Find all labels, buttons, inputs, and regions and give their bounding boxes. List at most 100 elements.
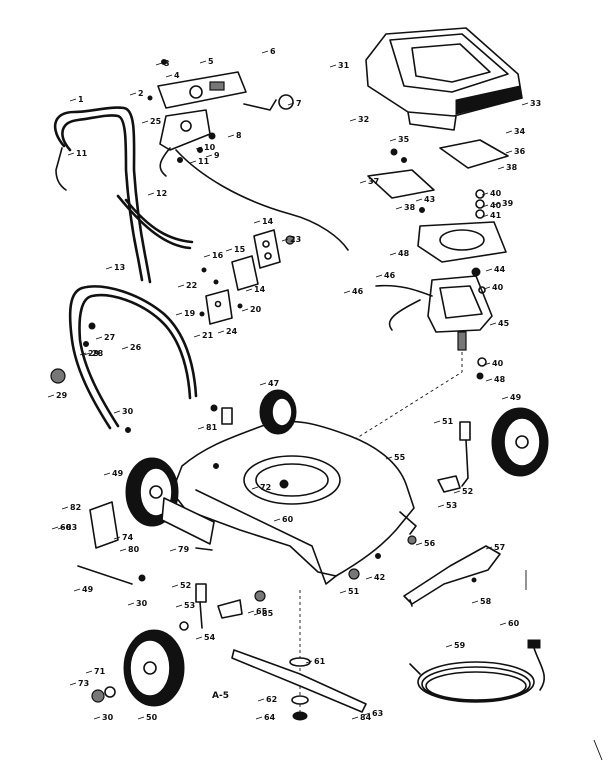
part-label: 48 [398,249,410,258]
part-label: 60 [282,515,294,524]
part-label: 56 [424,539,436,548]
leader-line [261,50,269,54]
leader-line [471,600,479,604]
leader-line [497,166,505,170]
wheel-rear-right [491,407,549,477]
part-label: 43 [424,195,435,204]
part-label: 55 [394,453,406,462]
part-label: 14 [262,217,274,226]
wheel-front-bottom [123,629,185,707]
leader-line [137,716,145,720]
leader-line [493,202,501,206]
leader-line [259,382,267,386]
part-label: 44 [494,265,506,274]
part-label: 2 [138,89,144,98]
part-label: 21 [202,331,214,340]
leader-line [257,698,265,702]
part-label: 38 [404,203,416,212]
part-label: 61 [314,657,326,666]
leader-line [197,426,205,430]
leader-line [485,378,493,382]
part-label: 47 [268,379,279,388]
scan-edge-marks [525,570,603,761]
part-label: 42 [374,573,385,582]
part-label: 84 [360,713,372,722]
lower-handle [50,285,198,433]
leader-line [287,102,295,106]
part-label: 37 [368,177,379,186]
part-label: 60 [508,619,520,628]
part-label: 19 [184,309,196,318]
part-label: 15 [234,245,246,254]
wheel-rear-left [259,389,297,435]
part-label: 32 [358,115,369,124]
leader-line [47,394,55,398]
engine [289,267,493,481]
leader-line [165,74,173,78]
part-label: 40 [490,189,502,198]
part-label: 20 [250,305,262,314]
leader-line [389,138,397,142]
leader-line [105,266,113,270]
leader-line [113,410,121,414]
leader-line [225,248,233,252]
leader-line [483,286,491,290]
leader-line [445,644,453,648]
leader-line [217,330,225,334]
leader-line [489,322,497,326]
part-label: 52 [180,581,191,590]
part-label: 41 [490,211,502,220]
part-label: 14 [254,285,266,294]
part-label: 22 [186,281,197,290]
leader-line [73,588,81,592]
leader-line [199,60,207,64]
part-label: 62 [266,695,277,704]
leader-line [385,456,393,460]
part-label: 4 [174,71,180,80]
throttle-control-assembly [147,59,349,251]
handle-brackets [199,229,295,325]
leader-line [415,542,423,546]
part-label: 40 [492,359,504,368]
mower-deck [171,420,417,585]
part-label: 5 [208,57,214,66]
part-label: 63 [372,709,383,718]
part-label: 82 [70,503,81,512]
leader-line [483,362,491,366]
part-label: 72 [260,483,271,492]
leader-line [359,180,367,184]
leader-line [281,238,289,242]
part-label: 9 [214,151,220,160]
part-label: 28 [92,349,104,358]
part-label: 49 [510,393,522,402]
part-label: 30 [136,599,148,608]
leader-line [499,622,507,626]
leader-line [127,602,135,606]
leader-line [505,130,513,134]
part-label: 53 [184,601,195,610]
leader-line [349,118,357,122]
leader-line [189,160,197,164]
part-label: 30 [122,407,134,416]
leader-line [85,670,93,674]
leader-line [415,198,423,202]
height-adjusters [77,404,471,703]
part-label: 29 [88,349,100,358]
leader-line [329,64,337,68]
part-label: 46 [384,271,396,280]
figure-caption: A-5 [212,691,229,701]
part-label: 65 [256,607,268,616]
part-label: 1 [78,95,84,104]
part-label: 64 [264,713,276,722]
leader-line [61,506,69,510]
leader-line [247,610,255,614]
leader-line [69,98,77,102]
part-label: 58 [480,597,492,606]
leader-line [51,526,59,530]
leader-line [95,336,103,340]
part-label: 27 [104,333,115,342]
part-label: 73 [78,679,89,688]
part-label: 51 [348,587,360,596]
engine-upper-parts [367,139,509,263]
part-label: 80 [128,545,140,554]
